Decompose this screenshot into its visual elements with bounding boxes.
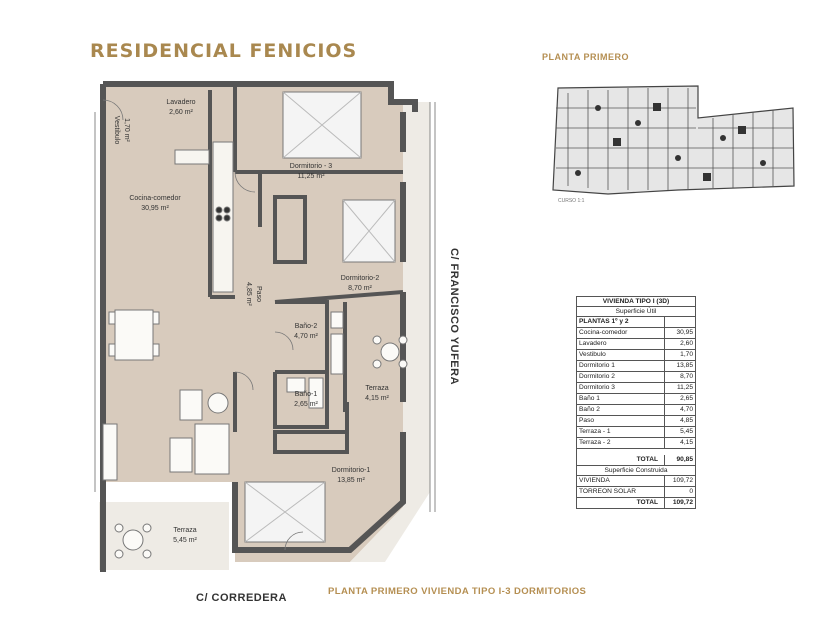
table-cell-value: 4,85 (680, 417, 693, 424)
table-row: Paso 4,85 (576, 416, 696, 427)
table-cell-name: Baño 2 (577, 405, 665, 415)
area-bano-2: 4,70 m² (294, 333, 318, 340)
table-plantas-label: PLANTAS 1º y 2 (577, 317, 665, 327)
label-cocina-comedor: Cocina-comedor (129, 195, 181, 202)
kitchen-counter (174, 141, 234, 293)
table-cell-value: 4,15 (680, 439, 693, 446)
label-lavadero: Lavadero (166, 99, 195, 106)
table-row: Terraza - 1 5,45 (576, 427, 696, 438)
mini-plan-label: CURSO 1:1 (558, 198, 585, 204)
page-title: RESIDENCIAL FENICIOS (90, 40, 358, 62)
street-label-bottom: C/ CORREDERA (196, 592, 287, 604)
table-cell-value: 13,85 (676, 362, 693, 369)
area-dormitorio-2: 8,70 m² (348, 285, 372, 292)
table-cell-value: 2,60 (680, 340, 693, 347)
area-lavadero: 2,60 m² (169, 109, 193, 116)
table-total-value: 90,85 (676, 456, 693, 463)
table-cell-name: Terraza - 1 (577, 427, 665, 437)
table-total-label: TOTAL (577, 455, 665, 465)
table-cell-value: 5,45 (680, 428, 693, 435)
table-row: Lavadero 2,60 (576, 339, 696, 350)
table-row: Vestibulo 1,70 (576, 350, 696, 361)
area-paso: 4,85 m² (245, 282, 252, 306)
table-total2-row: TOTAL 109,72 (576, 498, 696, 509)
dining-table (108, 309, 160, 361)
table-row: Cocina-comedor 30,95 (576, 328, 696, 339)
table-construida-label: Superficie Construida (576, 466, 696, 476)
table-cell-value: 8,70 (680, 373, 693, 380)
table-util-label: Superficie Útil (576, 307, 696, 317)
table-cell-name: Lavadero (577, 339, 665, 349)
area-dormitorio-1: 13,85 m² (337, 477, 365, 484)
table-cell-value: 1,70 (680, 351, 693, 358)
table-header: VIVIENDA TIPO I (3D) (576, 296, 696, 307)
table-cell-name: TORREON SOLAR (577, 487, 665, 497)
living-room-furniture (102, 389, 230, 481)
area-terraza-1: 5,45 m² (173, 537, 197, 544)
table-row: Dormitorio 1 13,85 (576, 361, 696, 372)
table-cell-name: Dormitorio 2 (577, 372, 665, 382)
area-bano-1: 2,65 m² (294, 401, 318, 408)
bathroom-fixtures (286, 311, 344, 409)
table-row: Dormitorio 3 11,25 (576, 383, 696, 394)
label-vestibulo: Vestibulo (113, 116, 120, 145)
label-terraza-1: Terraza (173, 527, 196, 534)
table-plantas-row: PLANTAS 1º y 2 (576, 317, 696, 328)
bed-dormitorio-3 (282, 91, 362, 159)
terrace-fill (99, 102, 430, 570)
table-total2-label: TOTAL (577, 498, 665, 508)
floor-label: PLANTA PRIMERO (542, 52, 629, 62)
table-total-row: TOTAL 90,85 (576, 455, 696, 466)
bed-dormitorio-2 (342, 199, 396, 263)
area-terraza-2: 4,15 m² (365, 395, 389, 402)
table-cell-value: 30,95 (676, 329, 693, 336)
table-cell-name: Dormitorio 3 (577, 383, 665, 393)
plan-caption: PLANTA PRIMERO VIVIENDA TIPO I-3 DORMITO… (328, 586, 587, 597)
table-row: Terraza - 2 4,15 (576, 438, 696, 449)
table-cell-name: Vestibulo (577, 350, 665, 360)
table-cell-value: 11,25 (676, 384, 693, 391)
label-bano-1: Baño-1 (295, 391, 318, 398)
table-cell-value: 0 (689, 488, 693, 495)
window-marks (94, 102, 436, 512)
table-cell-name: Terraza - 2 (577, 438, 665, 448)
table-row: Baño 2 4,70 (576, 405, 696, 416)
area-table: VIVIENDA TIPO I (3D) Superficie Útil PLA… (576, 296, 696, 509)
label-paso: Paso (255, 286, 262, 302)
label-bano-2: Baño-2 (295, 323, 318, 330)
area-vestibulo: 1,70 m² (123, 118, 130, 142)
area-cocina-comedor: 30,95 m² (141, 205, 169, 212)
floor-plan: Lavadero 2,60 m² Dormitorio - 3 11,25 m²… (94, 81, 436, 572)
walls (100, 81, 418, 572)
table-cell-value: 2,65 (680, 395, 693, 402)
mini-site-plan (552, 85, 795, 195)
table-row: Baño 1 2,65 (576, 394, 696, 405)
table-cell-value: 109,72 (672, 477, 693, 484)
street-label-right: C/ FRANCISCO YUFERA (448, 248, 460, 386)
table-cell-name: Dormitorio 1 (577, 361, 665, 371)
label-dormitorio-1: Dormitorio-1 (332, 467, 371, 474)
terrace-tables (114, 335, 408, 559)
table-cell-name: Cocina-comedor (577, 328, 665, 338)
label-dormitorio-2: Dormitorio-2 (341, 275, 380, 282)
table-row: Dormitorio 2 8,70 (576, 372, 696, 383)
area-dormitorio-3: 11,25 m² (297, 173, 325, 180)
table-cell-name: Baño 1 (577, 394, 665, 404)
table-row: VIVIENDA 109,72 (576, 476, 696, 487)
table-cell-value: 4,70 (680, 406, 693, 413)
label-terraza-2: Terraza (365, 385, 388, 392)
table-row: TORREON SOLAR 0 (576, 487, 696, 498)
bed-dormitorio-1 (244, 481, 326, 543)
label-dormitorio-3: Dormitorio - 3 (290, 163, 333, 170)
table-cell-name: Paso (577, 416, 665, 426)
door-swings (102, 99, 304, 551)
table-total2-value: 109,72 (672, 499, 693, 506)
table-cell-name: VIVIENDA (577, 476, 665, 486)
